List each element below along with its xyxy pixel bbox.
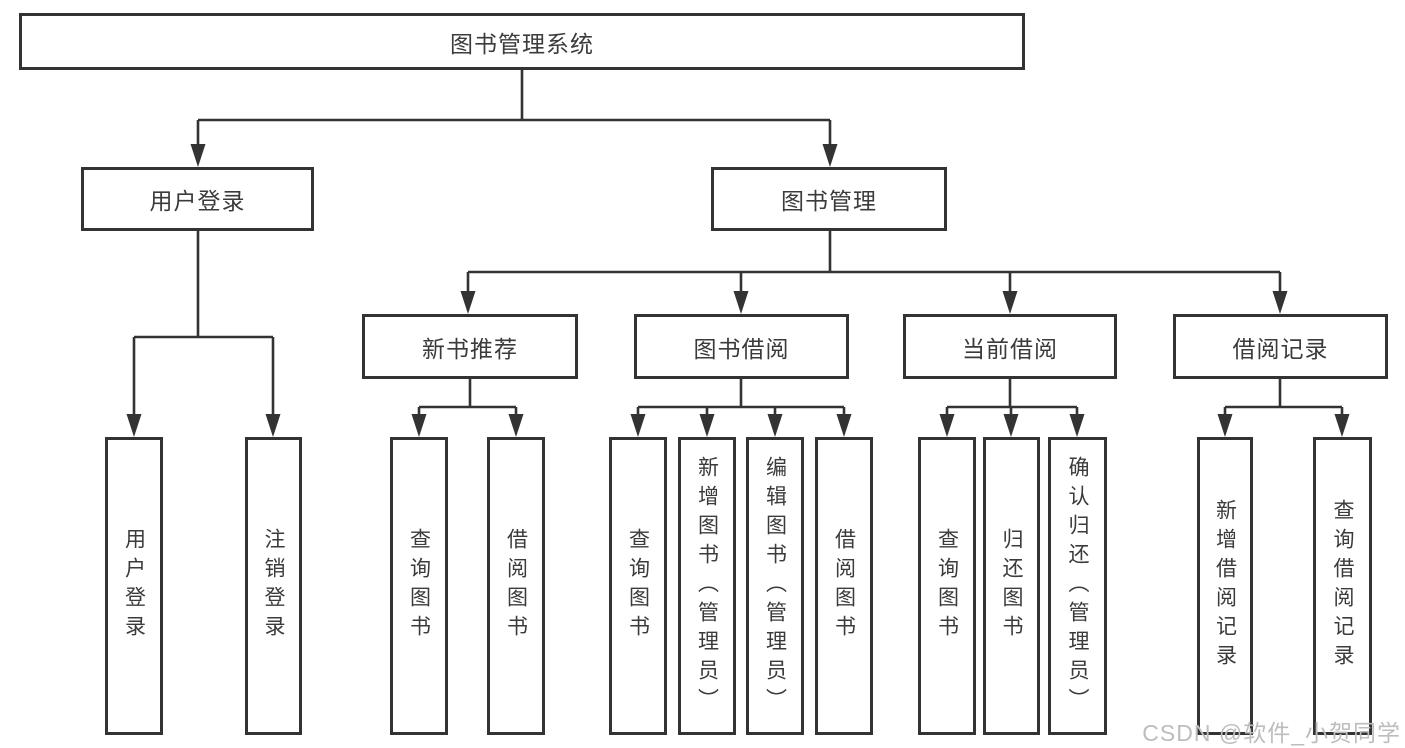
leaf-query-books-current: 查询图书 <box>918 437 976 735</box>
node-new-book-recommendation-label: 新书推荐 <box>422 335 518 362</box>
node-new-book-recommendation: 新书推荐 <box>362 314 578 379</box>
node-book-management: 图书管理 <box>711 167 947 231</box>
leaf-query-books-recommend: 查询图书 <box>390 437 448 735</box>
leaf-query-borrow-record-label: 查询借阅记录 <box>1331 499 1354 673</box>
leaf-user-login: 用户登录 <box>105 437 163 735</box>
node-root-system: 图书管理系统 <box>19 13 1025 70</box>
leaf-borrow-books-borrowing: 借阅图书 <box>815 437 873 735</box>
node-borrowing-records-label: 借阅记录 <box>1232 335 1329 362</box>
node-book-borrowing: 图书借阅 <box>634 314 849 379</box>
csdn-watermark: CSDN @软件_小贺同学 <box>1142 720 1401 746</box>
node-book-management-label: 图书管理 <box>781 188 877 214</box>
leaf-query-books-borrowing: 查询图书 <box>609 437 667 735</box>
leaf-return-books: 归还图书 <box>983 437 1040 735</box>
leaf-user-login-label: 用户登录 <box>122 528 146 644</box>
leaf-add-books-admin: 新增图书（管理员） <box>678 437 736 735</box>
node-borrowing-records: 借阅记录 <box>1173 314 1388 379</box>
leaf-borrow-books-borrowing-label: 借阅图书 <box>832 528 856 644</box>
leaf-edit-books-admin: 编辑图书（管理员） <box>746 437 804 735</box>
leaf-confirm-return-admin-label: 确认归还（管理员） <box>1066 455 1089 717</box>
leaf-add-borrow-record: 新增借阅记录 <box>1197 437 1253 735</box>
leaf-add-books-admin-label: 新增图书（管理员） <box>695 455 719 717</box>
leaf-add-borrow-record-label: 新增借阅记录 <box>1213 499 1237 673</box>
leaf-borrow-books-recommend-label: 借阅图书 <box>504 528 528 644</box>
leaf-logout: 注销登录 <box>245 437 302 735</box>
node-user-login: 用户登录 <box>81 167 314 231</box>
leaf-query-borrow-record: 查询借阅记录 <box>1313 437 1372 735</box>
leaf-query-books-current-label: 查询图书 <box>935 528 959 644</box>
leaf-edit-books-admin-label: 编辑图书（管理员） <box>763 455 787 717</box>
leaf-confirm-return-admin: 确认归还（管理员） <box>1048 437 1107 735</box>
leaf-return-books-label: 归还图书 <box>1000 528 1023 644</box>
leaf-query-books-recommend-label: 查询图书 <box>407 528 431 644</box>
node-current-borrowing: 当前借阅 <box>903 314 1117 379</box>
node-user-login-label: 用户登录 <box>149 188 246 214</box>
node-book-borrowing-label: 图书借阅 <box>693 335 790 362</box>
node-root-system-label: 图书管理系统 <box>450 30 594 57</box>
leaf-query-books-borrowing-label: 查询图书 <box>626 528 650 644</box>
leaf-borrow-books-recommend: 借阅图书 <box>487 437 545 735</box>
leaf-logout-label: 注销登录 <box>262 528 285 644</box>
node-current-borrowing-label: 当前借阅 <box>962 335 1058 362</box>
